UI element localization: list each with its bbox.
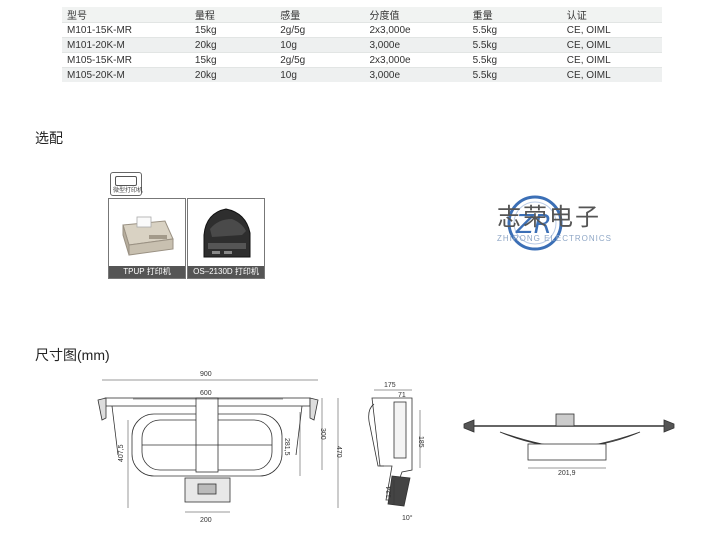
header-certification: 认证 <box>566 11 587 22</box>
dim-side-height: 185 <box>417 436 424 448</box>
label-printer-icon <box>203 208 251 258</box>
logo-mark: ZR <box>515 210 552 240</box>
dim-side-angle: 10° <box>402 515 413 522</box>
cell-certification: CE, OIML <box>566 39 611 51</box>
accessories-title: 选配 <box>35 130 63 146</box>
cell-sensitivity: 2g/5g <box>280 54 306 66</box>
cell-capacity: 20kg <box>194 69 217 81</box>
mini-printer-icon <box>122 216 174 256</box>
top-view-drawing <box>463 413 675 469</box>
cell-division: 2x3,000e <box>369 24 411 36</box>
cell-sensitivity: 10g <box>280 39 297 51</box>
accessory-caption: TPUP 打印机 <box>109 266 185 278</box>
header-weight: 重量 <box>472 11 493 22</box>
cell-certification: CE, OIML <box>566 54 611 66</box>
accessory-tpup-printer: TPUP 打印机 <box>108 198 186 279</box>
cell-division: 3,000e <box>369 39 401 51</box>
cell-division: 2x3,000e <box>369 54 411 66</box>
dim-side-bottom: 124 <box>386 486 393 498</box>
cell-certification: CE, OIML <box>566 24 611 36</box>
accessory-os2130d-printer: OS–2130D 打印机 <box>187 198 265 279</box>
cell-model: M105-15K-MR <box>67 54 133 66</box>
dimensions-title: 尺寸图(mm) <box>35 347 110 363</box>
spec-table: 型号 量程 感量 分度值 重量 认证 M101-15K-MR 15kg 2g/5… <box>62 7 662 82</box>
table-row: M101-15K-MR 15kg 2g/5g 2x3,000e 5.5kg CE… <box>62 22 662 37</box>
logo-name: 志荣电子 <box>497 203 601 231</box>
cell-capacity: 15kg <box>194 54 217 66</box>
cell-certification: CE, OIML <box>566 69 611 81</box>
front-view-drawing <box>97 379 339 513</box>
printer-option-label: 微型打印机 <box>113 188 144 194</box>
header-model: 型号 <box>67 11 87 22</box>
dim-top-width: 201,9 <box>558 470 576 477</box>
table-row: M105-15K-MR 15kg 2g/5g 2x3,000e 5.5kg CE… <box>62 52 662 67</box>
cell-model: M101-15K-MR <box>67 24 133 36</box>
spec-table-header: 型号 量程 感量 分度值 重量 认证 <box>62 7 662 22</box>
zr-logo-icon: ZR <box>507 195 563 251</box>
dim-width-total: 900 <box>200 371 212 378</box>
cell-weight: 5.5kg <box>472 39 498 51</box>
cell-model: M101-20K-M <box>67 39 125 51</box>
cell-model: M105-20K-M <box>67 69 125 81</box>
table-row: M105-20K-M 20kg 10g 3,000e 5.5kg CE, OIM… <box>62 67 662 82</box>
cell-capacity: 20kg <box>194 39 217 51</box>
cell-weight: 5.5kg <box>472 54 498 66</box>
table-row: M101-20K-M 20kg 10g 3,000e 5.5kg CE, OIM… <box>62 37 662 52</box>
cell-capacity: 15kg <box>194 24 217 36</box>
dim-height-inner: 281,5 <box>283 438 290 456</box>
header-capacity: 量程 <box>194 11 215 22</box>
cell-sensitivity: 10g <box>280 69 297 81</box>
dim-side-small: 71 <box>398 392 406 399</box>
dim-side-top: 175 <box>384 382 396 389</box>
dim-width-inner: 600 <box>200 390 212 397</box>
cell-division: 3,000e <box>369 69 401 81</box>
accessory-caption: OS–2130D 打印机 <box>188 266 264 278</box>
cell-weight: 5.5kg <box>472 69 498 81</box>
logo-subtitle: ZHIRONG ELECTRONICS <box>497 234 613 243</box>
dim-height-left: 407,5 <box>118 444 125 462</box>
dim-height-right2: 470 <box>335 446 342 458</box>
dim-height-right1: 300 <box>319 428 326 440</box>
header-division: 分度值 <box>369 11 400 22</box>
printer-option-icon: 微型打印机 <box>110 172 144 196</box>
side-view-drawing <box>368 389 421 507</box>
cell-sensitivity: 2g/5g <box>280 24 306 36</box>
header-sensitivity: 感量 <box>280 11 301 22</box>
cell-weight: 5.5kg <box>472 24 498 36</box>
dim-bottom-width: 200 <box>200 517 212 524</box>
